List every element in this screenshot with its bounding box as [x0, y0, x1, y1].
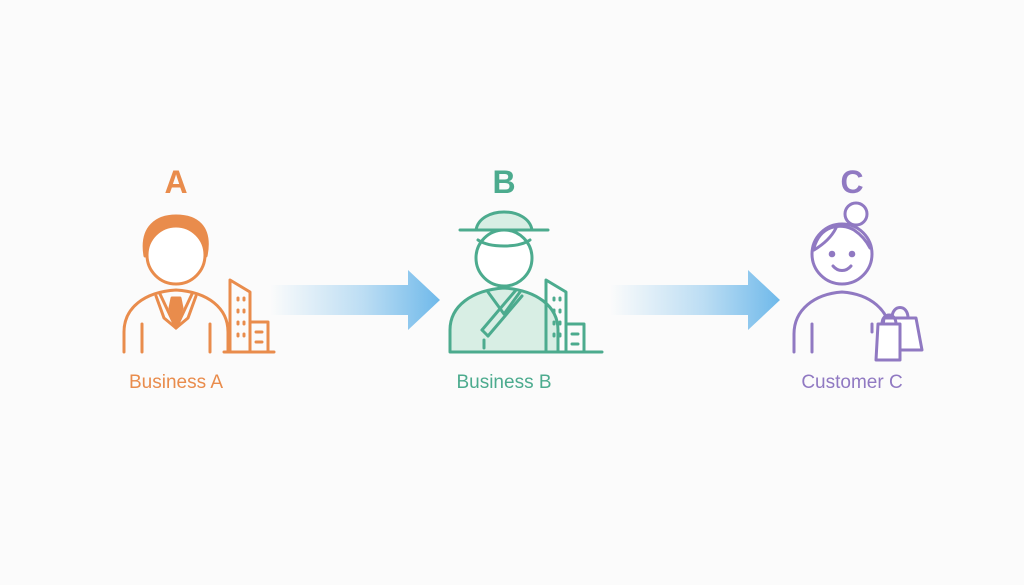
arrow-right-icon: [270, 270, 440, 330]
arrow-right-icon: [610, 270, 780, 330]
worker-hat-building-icon: [448, 210, 604, 354]
node-label: Customer C: [801, 372, 903, 393]
node-business-b: B: [384, 160, 624, 400]
node-label: Business A: [129, 372, 223, 393]
node-customer-c: C: [732, 160, 972, 400]
businessman-building-icon: [122, 214, 276, 354]
woman-shopping-bag-icon: [792, 201, 924, 362]
node-label: Business B: [456, 372, 552, 393]
node-business-a: A: [56, 160, 296, 400]
node-letter: A: [164, 164, 188, 200]
node-letter: C: [840, 164, 864, 200]
node-letter: B: [492, 164, 516, 200]
